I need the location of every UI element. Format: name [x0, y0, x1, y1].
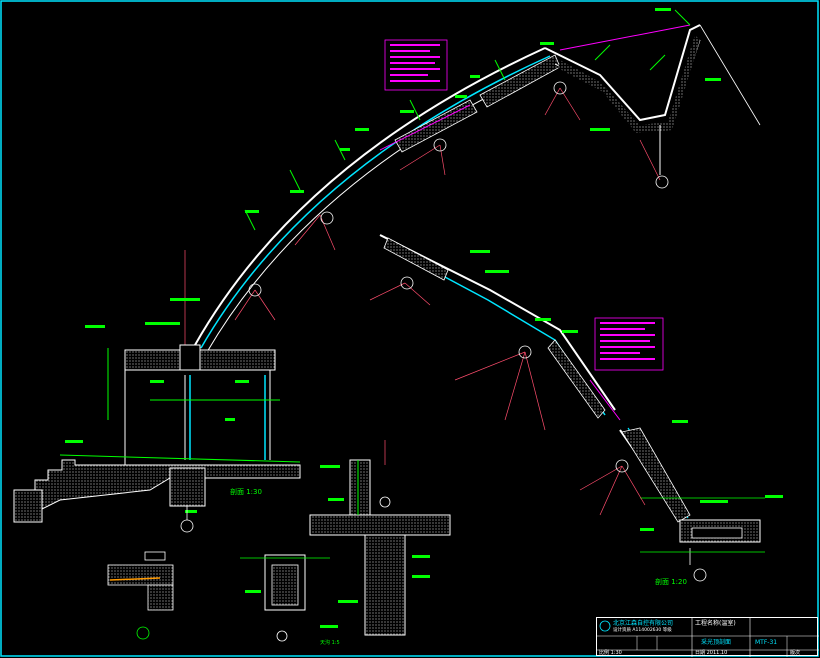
left-building-section — [13, 298, 301, 533]
title-block-version: 版次 — [790, 650, 801, 656]
right-lower-section — [579, 420, 783, 582]
title-block-scale: 比例 1:30 — [599, 650, 622, 656]
title-block-sheet-title: 采光顶剖面 — [701, 639, 732, 646]
small-detail — [107, 551, 174, 640]
small-detail-label: 天沟 1:5 — [320, 639, 340, 646]
middle-arch-section — [369, 234, 664, 431]
column-detail — [309, 440, 451, 636]
scale-label-left: 剖面 1:30 — [230, 487, 262, 496]
title-block-company: 北京江森自控有限公司 — [613, 620, 674, 627]
title-block-grid — [597, 618, 819, 657]
scale-label-right: 剖面 1:20 — [655, 577, 687, 586]
title-block: 北京江森自控有限公司 设计资质 A114002630 等级 工程名称(温室) 采… — [596, 617, 819, 657]
title-block-project: 工程名称(温室) — [695, 620, 736, 627]
gutter-detail — [240, 554, 338, 642]
upper-arch-section — [184, 8, 761, 353]
title-block-date: 日期 2011.10 — [695, 650, 728, 656]
title-block-drawing-no: MTF-31 — [755, 639, 778, 646]
title-block-company-sub: 设计资质 A114002630 等级 — [613, 628, 672, 633]
